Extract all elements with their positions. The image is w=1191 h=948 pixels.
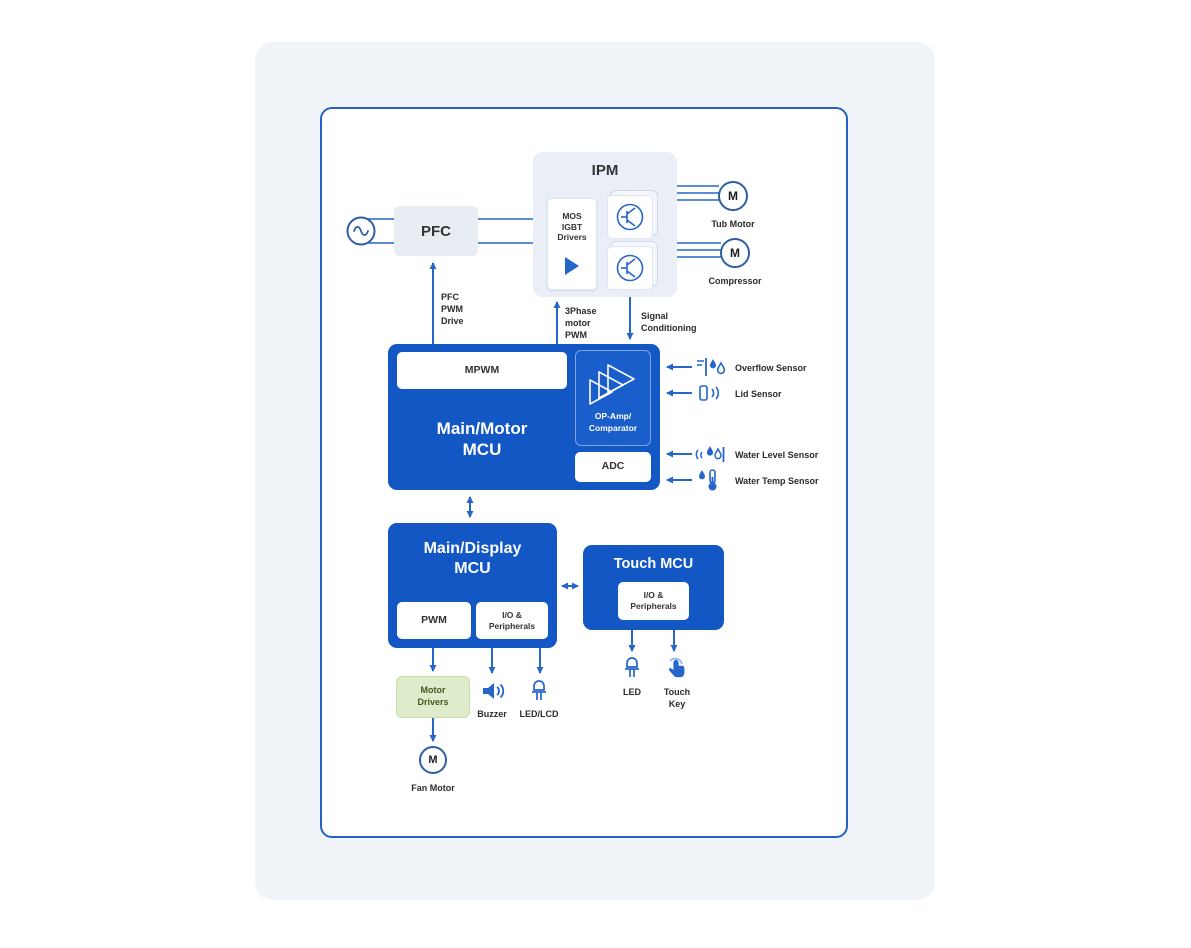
touch-key-icon	[663, 653, 689, 681]
overflow-sensor-label: Overflow Sensor	[735, 363, 807, 373]
tub-motor-circle: M	[718, 181, 748, 211]
adc-chip: ADC	[575, 452, 651, 482]
motor-symbol: M	[728, 189, 738, 203]
touch-mcu: Touch MCU I/O & Peripherals	[583, 545, 724, 630]
signal-conditioning-label: Signal Conditioning	[641, 311, 697, 334]
led-lcd-icon	[528, 678, 550, 703]
igbt-icon	[616, 254, 644, 282]
pfc-block: PFC	[394, 206, 478, 256]
pfc-label: PFC	[421, 222, 451, 240]
water-temp-sensor-icon	[695, 468, 721, 492]
fan-motor-circle: M	[419, 746, 447, 774]
opamp-comparator-label: OP-Amp/ Comparator	[588, 411, 638, 433]
ipm-block: IPM MOS IGBT Drivers	[533, 152, 677, 297]
motor-symbol: M	[730, 246, 740, 260]
buzzer-label: Buzzer	[477, 709, 507, 719]
main-motor-mcu: MPWM Main/Motor MCU OP-Amp/ Comparator A…	[388, 344, 660, 490]
pfc-pwm-drive-label: PFC PWM Drive	[441, 292, 464, 327]
amplifier-icon	[565, 256, 579, 275]
touch-io-peripherals-chip: I/O & Peripherals	[618, 582, 689, 620]
pwm-chip: PWM	[397, 602, 471, 639]
fan-motor-label: Fan Motor	[411, 783, 455, 793]
lid-sensor-label: Lid Sensor	[735, 389, 782, 399]
igbt-icon	[616, 203, 644, 231]
mpwm-chip: MPWM	[397, 352, 567, 389]
lid-sensor-icon	[697, 383, 723, 403]
main-display-mcu: Main/Display MCU PWM I/O & Peripherals	[388, 523, 557, 648]
water-level-sensor-label: Water Level Sensor	[735, 450, 819, 460]
overflow-sensor-icon	[694, 356, 726, 378]
ipm-title: IPM	[591, 162, 619, 179]
touch-key-label: Touch Key	[663, 687, 691, 710]
buzzer-icon	[480, 679, 506, 703]
led-lcd-label: LED/LCD	[519, 709, 559, 719]
motor-drivers-box: Motor Drivers	[396, 676, 470, 718]
led-icon	[621, 655, 643, 680]
compressor-label: Compressor	[708, 276, 762, 286]
display-io-peripherals-chip: I/O & Peripherals	[476, 602, 548, 639]
ac-source-icon	[345, 215, 377, 247]
compressor-motor-circle: M	[720, 238, 750, 268]
main-display-mcu-title: Main/Display MCU	[423, 540, 522, 577]
touch-mcu-title: Touch MCU	[613, 556, 694, 572]
three-phase-motor-pwm-label: 3Phase motor PWM	[565, 306, 597, 341]
igbt-switch-top	[607, 195, 653, 239]
led-label: LED	[623, 687, 641, 697]
main-motor-mcu-title: Main/Motor MCU	[436, 419, 528, 460]
opamp-triangles-icon	[589, 364, 635, 406]
igbt-switch-bottom	[607, 246, 653, 290]
opamp-comparator-box: OP-Amp/ Comparator	[575, 350, 651, 446]
mos-igbt-drivers-label: MOS IGBT Drivers	[557, 211, 587, 243]
mos-igbt-drivers-chip: MOS IGBT Drivers	[547, 198, 597, 290]
tub-motor-label: Tub Motor	[711, 219, 755, 229]
water-level-sensor-icon	[692, 443, 726, 465]
water-temp-sensor-label: Water Temp Sensor	[735, 476, 819, 486]
motor-symbol: M	[428, 754, 438, 766]
